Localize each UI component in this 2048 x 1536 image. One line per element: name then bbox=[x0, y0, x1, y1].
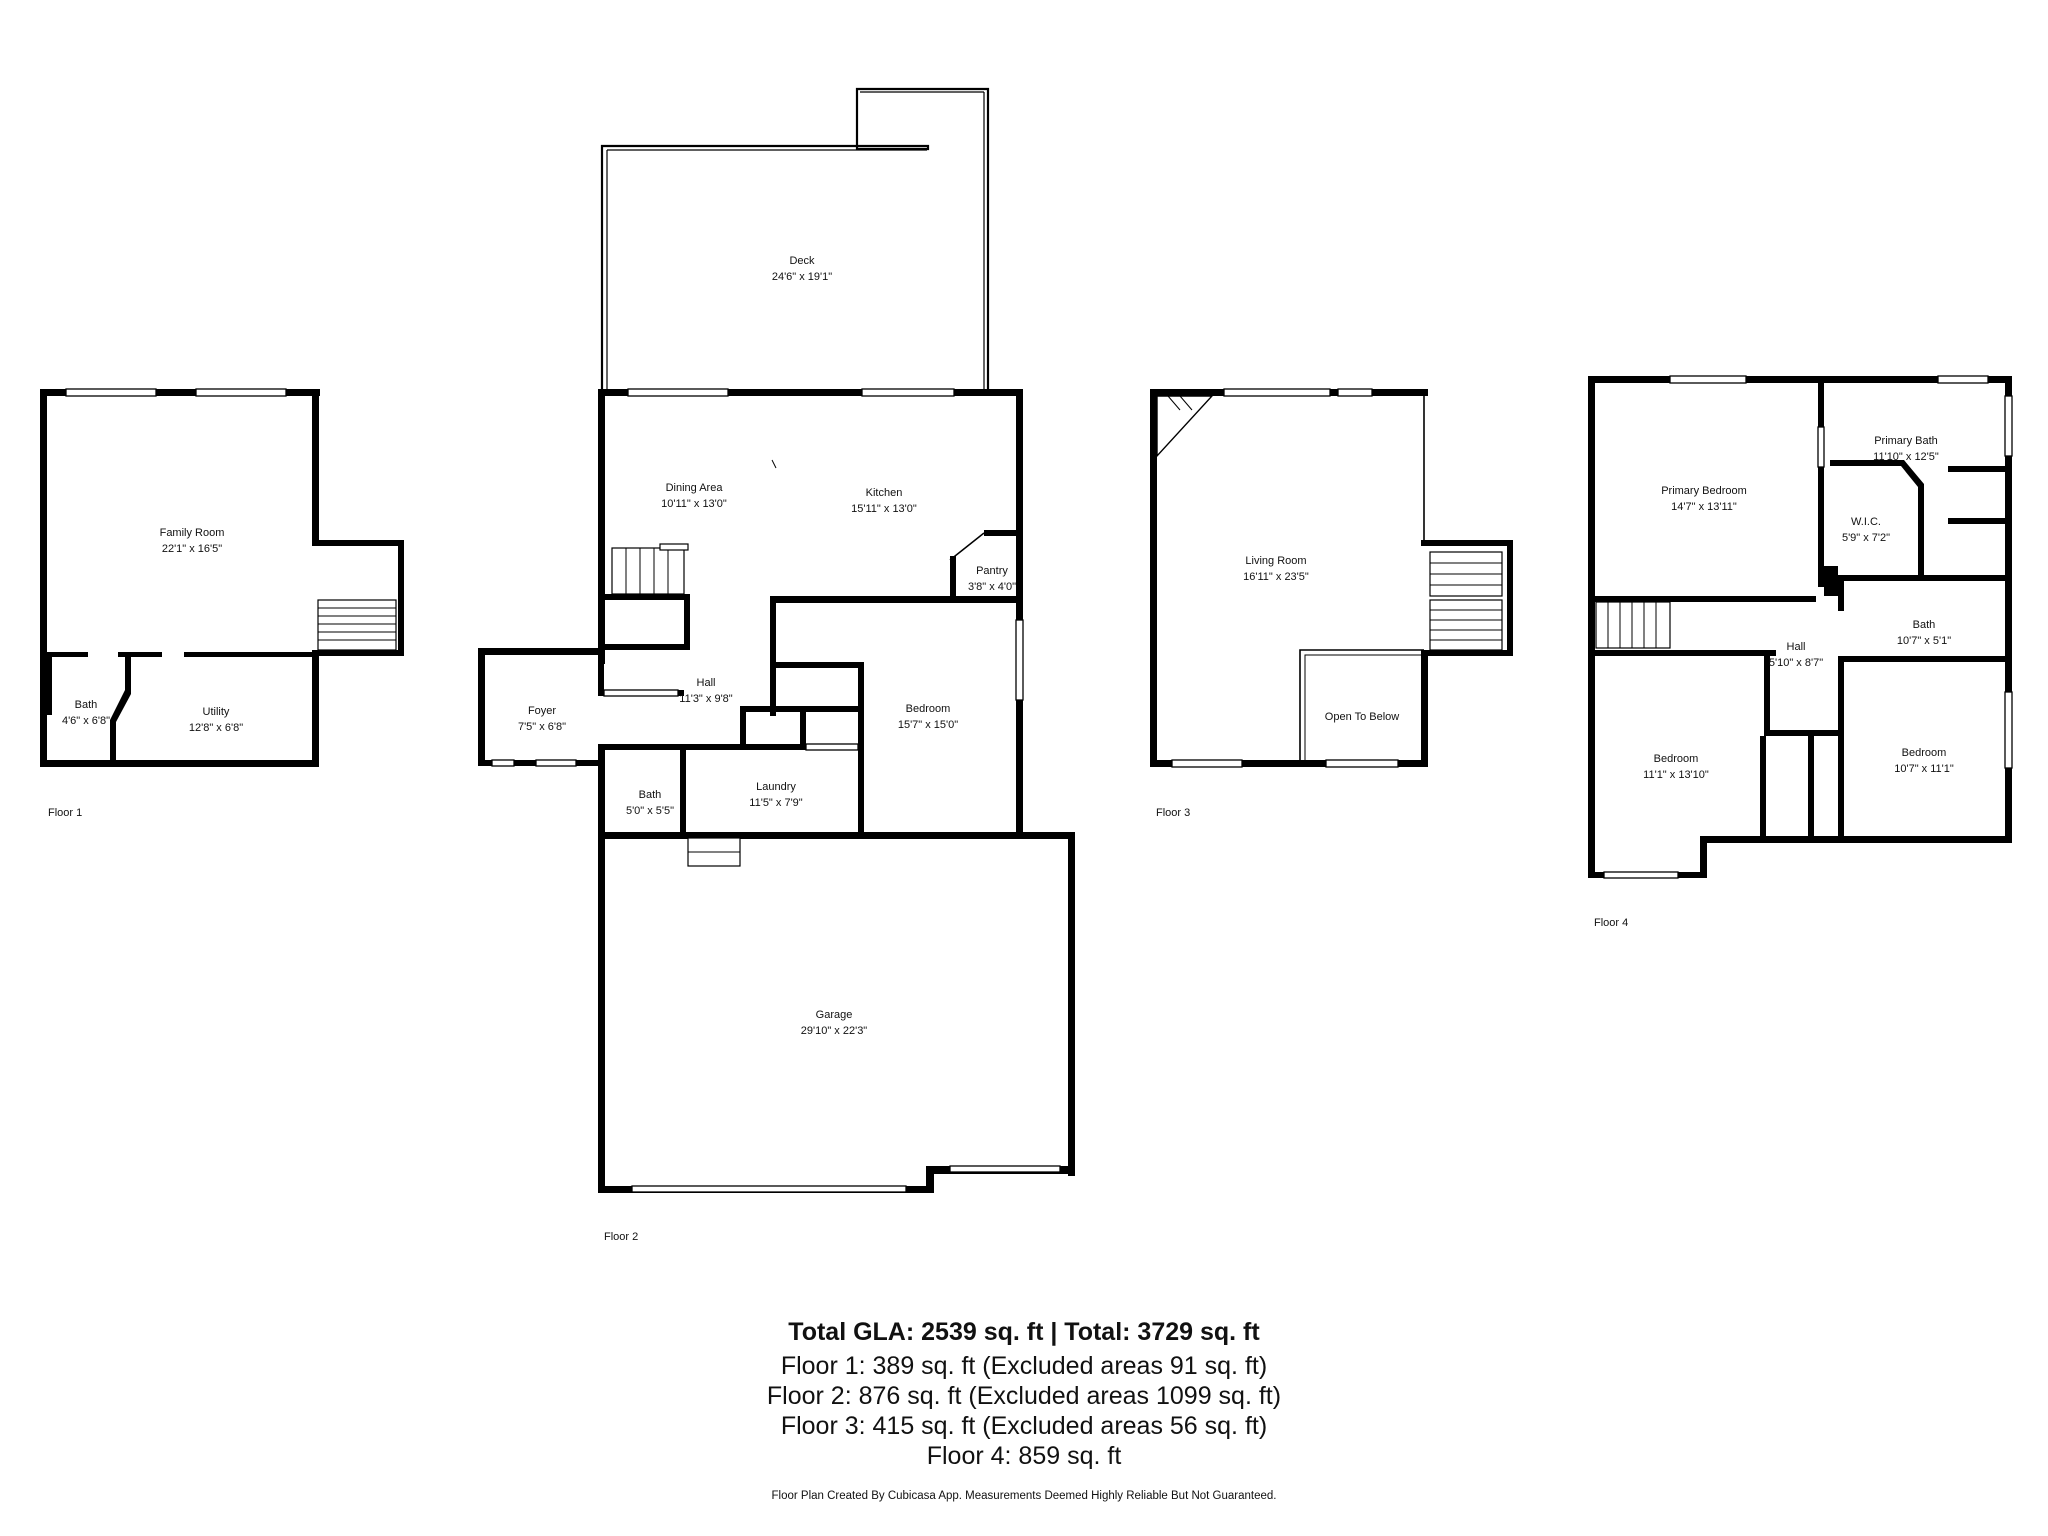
room-name: Living Room bbox=[1245, 555, 1306, 567]
room-dims: 5'0" x 5'5" bbox=[626, 805, 674, 817]
room-name: Primary Bedroom bbox=[1661, 485, 1747, 497]
room-name: Bedroom bbox=[1902, 747, 1947, 759]
floor-2-area: Floor 2: 876 sq. ft (Excluded areas 1099… bbox=[766, 1382, 1282, 1410]
room-dims: 11'3" x 9'8" bbox=[679, 693, 732, 705]
room-name: Bedroom bbox=[906, 703, 951, 715]
floor-4-area: Floor 4: 859 sq. ft bbox=[926, 1442, 1122, 1470]
room-dims: 16'11" x 23'5" bbox=[1243, 571, 1309, 583]
floor-4-label: Floor 4 bbox=[1594, 917, 1628, 929]
room-dims: 15'11" x 13'0" bbox=[851, 503, 917, 515]
room-dims: 5'10" x 8'7" bbox=[1769, 657, 1823, 669]
room-dims: 29'10" x 22'3" bbox=[801, 1025, 868, 1037]
room-name: Foyer bbox=[528, 705, 556, 717]
floor-1-room-labels: Family Room 22'1" x 16'5" Bath 4'6" x 6'… bbox=[62, 527, 243, 734]
room-dims: 22'1" x 16'5" bbox=[162, 543, 222, 555]
floor-3-label: Floor 3 bbox=[1156, 807, 1190, 819]
room-name: Dining Area bbox=[666, 482, 724, 494]
room-name: Pantry bbox=[976, 565, 1008, 577]
room-name: Garage bbox=[816, 1009, 853, 1021]
room-dims: 11'1" x 13'10" bbox=[1643, 769, 1709, 781]
floor-1-area: Floor 1: 389 sq. ft (Excluded areas 91 s… bbox=[780, 1352, 1268, 1380]
room-dims: 10'11" x 13'0" bbox=[661, 498, 727, 510]
room-name: Utility bbox=[203, 706, 230, 718]
room-name: Family Room bbox=[160, 527, 225, 539]
room-name: Deck bbox=[789, 255, 815, 267]
room-dims: 14'7" x 13'11" bbox=[1671, 501, 1737, 513]
room-dims: 3'8" x 4'0" bbox=[968, 581, 1016, 593]
room-name: Primary Bath bbox=[1874, 435, 1938, 447]
room-dims: 12'8" x 6'8" bbox=[189, 722, 243, 734]
room-dims: 11'10" x 12'5" bbox=[1873, 451, 1939, 463]
floor-3-plan bbox=[1150, 388, 1513, 768]
room-dims: 4'6" x 6'8" bbox=[62, 715, 110, 727]
floor-3-room-labels: Living Room 16'11" x 23'5" Open To Below bbox=[1243, 555, 1399, 723]
room-name: Open To Below bbox=[1325, 711, 1399, 723]
room-dims: 15'7" x 15'0" bbox=[898, 719, 958, 731]
room-name: Bedroom bbox=[1654, 753, 1699, 765]
floor-2-label: Floor 2 bbox=[604, 1231, 638, 1243]
floor-2-plan bbox=[478, 87, 1075, 1193]
floor-1-label: Floor 1 bbox=[48, 807, 82, 819]
room-dims: 10'7" x 11'1" bbox=[1894, 763, 1954, 775]
room-dims: 5'9" x 7'2" bbox=[1842, 532, 1890, 544]
room-name: Hall bbox=[1787, 641, 1806, 653]
floor-4-plan bbox=[1588, 375, 2013, 879]
room-dims: 7'5" x 6'8" bbox=[518, 721, 566, 733]
room-dims: 11'5" x 7'9" bbox=[749, 797, 802, 809]
room-name: Bath bbox=[639, 789, 662, 801]
floor-4-room-labels: Primary Bedroom 14'7" x 13'11" Primary B… bbox=[1643, 435, 1954, 781]
room-name: Laundry bbox=[756, 781, 796, 793]
floor-1-plan bbox=[40, 388, 404, 767]
floor-2-room-labels: Deck 24'6" x 19'1" Dining Area 10'11" x … bbox=[518, 255, 1016, 1037]
room-dims: 24'6" x 19'1" bbox=[772, 271, 832, 283]
room-name: Hall bbox=[697, 677, 716, 689]
disclaimer-footer: Floor Plan Created By Cubicasa App. Meas… bbox=[771, 1490, 1277, 1502]
room-name: Bath bbox=[75, 699, 98, 711]
room-name: Bath bbox=[1913, 619, 1936, 631]
floor-3-area: Floor 3: 415 sq. ft (Excluded areas 56 s… bbox=[780, 1412, 1268, 1440]
room-dims: 10'7" x 5'1" bbox=[1897, 635, 1951, 647]
room-name: Kitchen bbox=[866, 487, 903, 499]
total-area-summary: Total GLA: 2539 sq. ft | Total: 3729 sq.… bbox=[788, 1318, 1260, 1346]
room-name: W.I.C. bbox=[1851, 516, 1881, 528]
